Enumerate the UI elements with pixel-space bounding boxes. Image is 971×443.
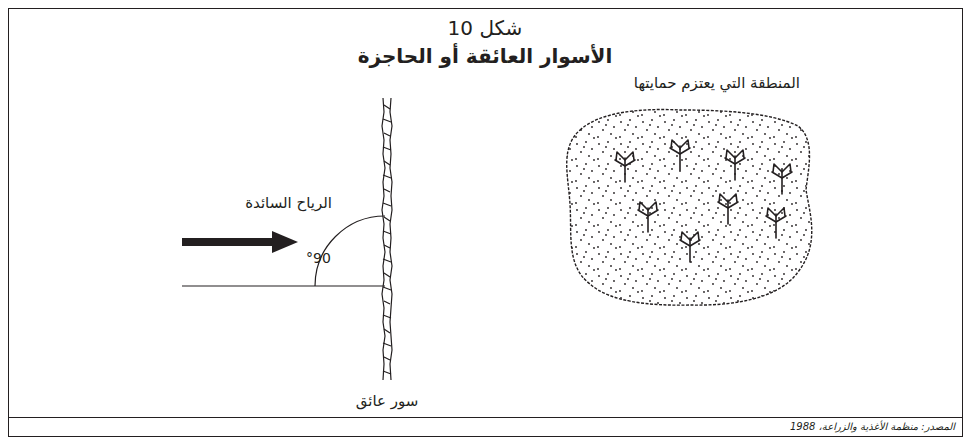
wall-label: سور عائق: [356, 392, 419, 410]
tree-symbol: [615, 152, 635, 182]
tree-fronds: [766, 208, 786, 222]
tree-symbol: [638, 202, 658, 232]
tree-trunk: [775, 214, 777, 238]
area-blob: [567, 110, 812, 306]
tree-trunk: [734, 156, 736, 180]
tree-fronds: [638, 202, 658, 216]
area-outline: [530, 74, 830, 314]
source-note: المصدر: منظمة الأغذية والزراعة، 1988: [790, 421, 955, 432]
tree-fronds: [725, 150, 745, 164]
protected-area: المنطقة التي يعتزم حمايتها: [530, 74, 830, 314]
tree-symbol: [670, 140, 690, 170]
tree-symbol: [725, 150, 745, 180]
tree-trunk: [647, 208, 649, 232]
subtitle: الأسوار العائقة أو الحاجزة: [358, 44, 613, 68]
figure-title: شكل 10: [448, 16, 523, 40]
tree-trunk: [781, 170, 783, 194]
wind-label: الرياح السائدة: [245, 194, 332, 212]
tree-fronds: [680, 232, 700, 246]
tree-trunk: [689, 238, 691, 262]
tree-trunk: [679, 146, 681, 170]
tree-symbol: [766, 208, 786, 238]
tree-symbol: [772, 164, 792, 194]
tree-fronds: [615, 152, 635, 166]
tree-symbol: [680, 232, 700, 262]
tree-fronds: [718, 194, 738, 208]
wind-arrow: [182, 238, 274, 246]
tree-trunk: [727, 200, 729, 224]
angle-label: °90: [306, 250, 331, 266]
tree-trunk: [624, 158, 626, 182]
tree-symbol: [718, 194, 738, 224]
arrow-head: [272, 231, 298, 253]
frame: [9, 9, 963, 437]
area-label: المنطقة التي يعتزم حمايتها: [634, 74, 800, 92]
base-line: [182, 285, 385, 286]
barrier-wall: [382, 98, 392, 380]
tree-fronds: [670, 140, 690, 154]
tree-fronds: [772, 164, 792, 178]
source-rule: [9, 417, 963, 418]
